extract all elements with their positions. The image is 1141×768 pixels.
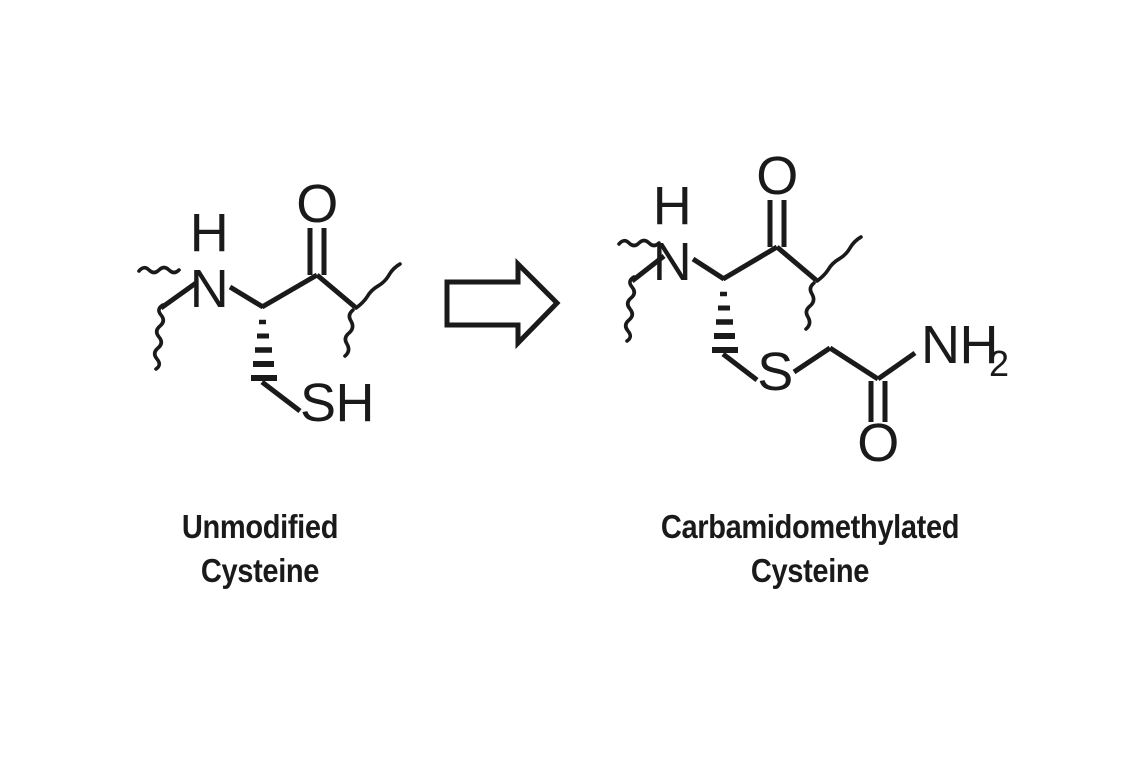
bond-nitrogen-to-alpha-carbon-right [691,256,726,282]
bond-carbonyl-to-backbone-right [775,245,818,282]
atom-label-amide-h-right: H [653,176,692,236]
hashed-stereo-bond-left [251,319,277,381]
left-structure-unmodified-cysteine: H N O SH [137,174,402,433]
bond-alpha-carbon-to-carbonyl-right [721,244,779,282]
atom-label-carbonyl-o-right: O [756,146,798,206]
caption-unmodified-cysteine: Unmodified Cysteine [128,505,392,592]
atom-label-amide-o-right: O [857,413,899,473]
right-structure-carbamidomethylated-cysteine: H N O S [617,146,1009,473]
bond-backbone-to-nitrogen-right [630,254,666,283]
reaction-arrow-group [444,257,561,350]
atom-label-thiol-left: SH [300,373,374,433]
bond-backbone-to-nitrogen-left [159,280,198,311]
bond-amide-carbonyl-to-amine-right [876,350,917,382]
caption-right-line1: Carbamidomethylated [660,508,960,545]
caption-right-line2: Cysteine [750,551,870,589]
bond-sulfur-to-methylene-right [792,345,832,375]
wavy-bond-n-terminus-right [617,238,661,343]
wavy-bond-n-terminus-left [137,265,181,371]
bond-methylene-to-amide-carbonyl-right [828,345,880,382]
bond-alpha-carbon-to-carbonyl-left [260,272,319,310]
caption-left-line1: Unmodified [181,508,339,545]
atom-label-amide-n-left: N [190,259,229,319]
bond-beta-carbon-to-sulfur-right [721,352,759,382]
atom-label-sulfur-right: S [757,342,793,402]
reaction-arrow [444,257,561,350]
caption-left-line2: Cysteine [200,551,320,589]
wavy-bond-c-terminus-left [343,262,402,358]
atom-label-amide-n-right: N [653,232,692,292]
hashed-stereo-bond-right [712,291,738,353]
atom-label-amine-subscript-right: 2 [989,343,1009,384]
wavy-bond-c-terminus-right [804,235,863,331]
bond-nitrogen-to-alpha-carbon-left [228,284,265,310]
bond-carbonyl-to-backbone-left [315,273,357,309]
caption-carbamidomethylated-cysteine: Carbamidomethylated Cysteine [634,505,986,592]
atom-label-amine-right: NH [921,315,998,375]
atom-label-amide-h-left: H [190,203,229,263]
bond-beta-carbon-to-thiol-left [260,380,302,413]
atom-label-carbonyl-o-left: O [296,174,338,234]
